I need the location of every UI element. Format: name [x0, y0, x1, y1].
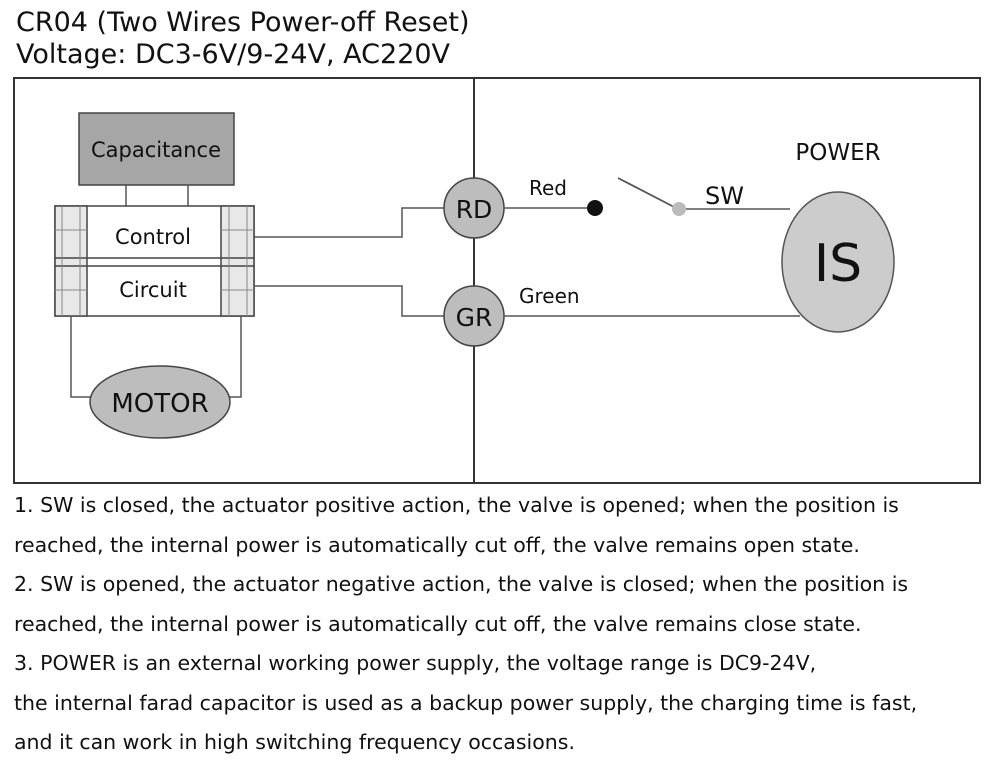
switch-contact-pivot [672, 202, 686, 216]
note-line: 3. POWER is an external working power su… [14, 651, 817, 675]
is-label: IS [814, 234, 862, 294]
green-wire-internal [254, 285, 444, 317]
switch-contact-fixed [587, 200, 603, 216]
wiring-diagram: Capacitance Control Circuit MOTOR RD GR … [13, 77, 981, 484]
note-line: reached, the internal power is automatic… [14, 532, 860, 557]
switch-label: SW [705, 182, 744, 210]
motor-label: MOTOR [111, 389, 208, 419]
power-label: POWER [795, 140, 880, 166]
rd-label: RD [456, 195, 493, 224]
note-line: the internal farad capacitor is used as … [14, 690, 918, 715]
motor-ellipse [89, 365, 231, 439]
power-source-ellipse [781, 191, 895, 333]
green-wire-label: Green [519, 284, 580, 308]
note-line: and it can work in high switching freque… [14, 730, 575, 754]
capacitance-box [78, 112, 235, 186]
control-label: Control [115, 225, 191, 249]
notes-section: 1. SW is closed, the actuator positive a… [14, 486, 994, 763]
red-wire-label: Red [529, 176, 567, 200]
red-wire-internal [254, 207, 444, 238]
note-line: 1. SW is closed, the actuator positive a… [14, 493, 899, 517]
diagram-frame [13, 77, 981, 484]
voltage-spec: Voltage: DC3-6V/9-24V, AC220V [16, 39, 451, 70]
diagram-title: CR04 (Two Wires Power-off Reset) [16, 7, 470, 38]
note-line: 2. SW is opened, the actuator negative a… [14, 572, 909, 596]
gr-label: GR [456, 303, 493, 332]
capacitance-label: Capacitance [91, 138, 221, 162]
note-line: reached, the internal power is automatic… [14, 611, 862, 636]
circuit-label: Circuit [119, 278, 187, 302]
switch-lever [617, 177, 677, 209]
